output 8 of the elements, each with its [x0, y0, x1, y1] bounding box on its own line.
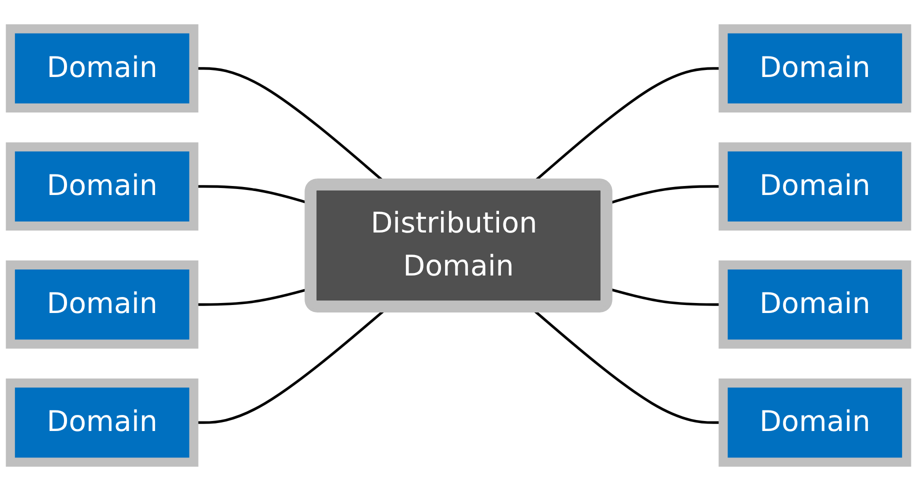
node-box: Domain	[6, 260, 198, 349]
node-box: Domain	[718, 142, 912, 231]
node-box: Domain	[6, 24, 198, 112]
node-box: Domain	[718, 24, 912, 112]
node-box: Domain	[718, 378, 912, 467]
node-box: Domain	[6, 142, 198, 231]
node-box: Domain	[6, 378, 198, 467]
node-box: Domain	[718, 260, 912, 349]
